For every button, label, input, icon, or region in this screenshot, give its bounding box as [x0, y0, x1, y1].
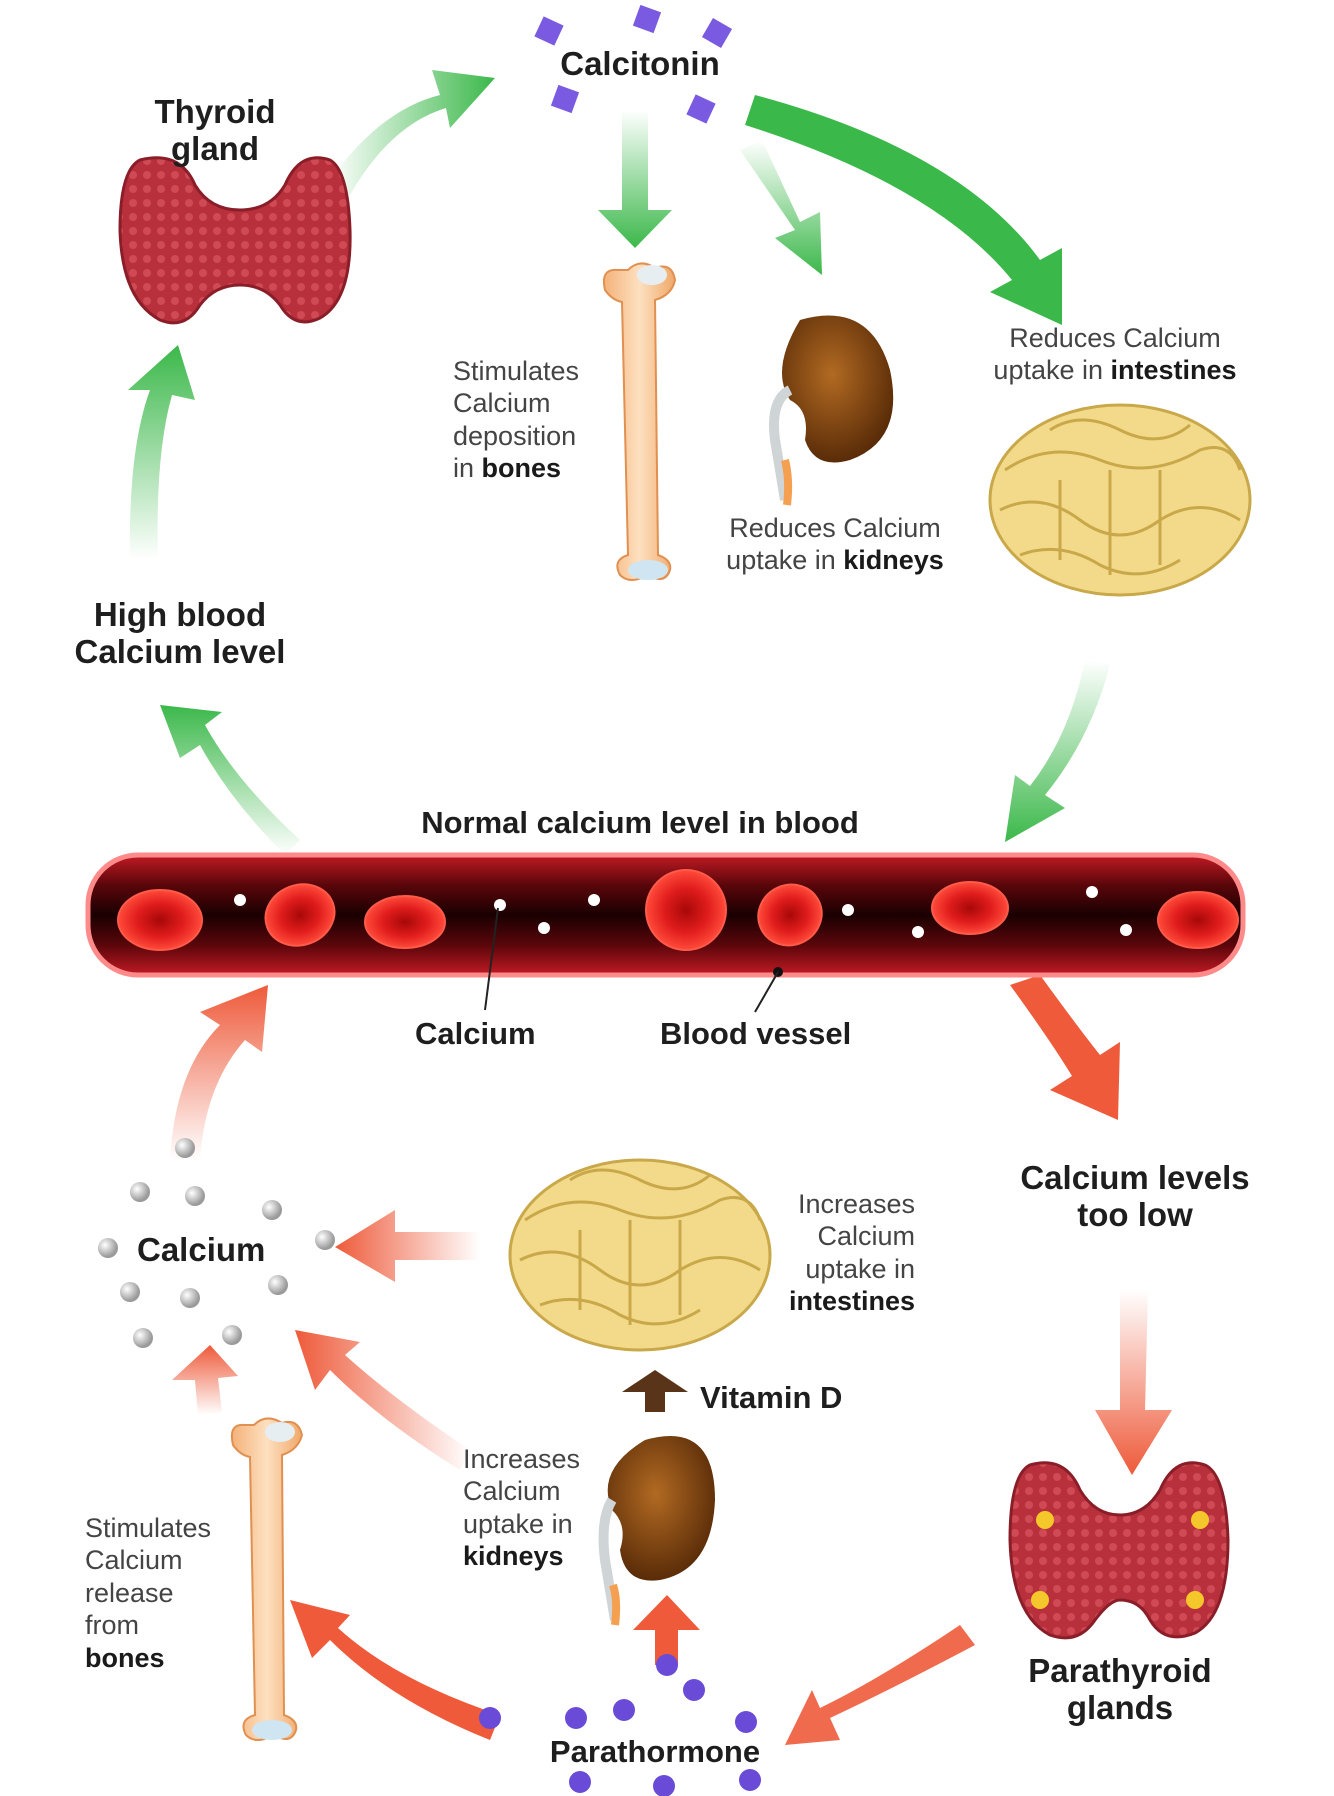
parathormone-label: Parathormone: [549, 1734, 761, 1769]
kidney-top-line1: Reduces Calcium: [729, 513, 941, 543]
low-label-line2: too low: [1077, 1195, 1193, 1233]
parathyroid-label: Parathyroid glands: [990, 1652, 1250, 1727]
red-blood-cell-icon: [264, 883, 336, 947]
arrow-parathormone-to-bone: [290, 1600, 500, 1740]
red-blood-cell-icon: [1157, 891, 1239, 949]
kidney-icon-top: [769, 315, 894, 506]
bone-bot-line4: from: [85, 1610, 139, 1641]
calcium-pool-label: Calcium: [137, 1231, 266, 1268]
arrow-calcitonin-to-intestines: [745, 95, 1062, 325]
high-calcium-label: High blood Calcium level: [50, 596, 310, 671]
intest-top-line1: Reduces Calcium: [1009, 323, 1221, 353]
vitamin-d-label: Vitamin D: [700, 1380, 843, 1415]
thyroid-label-line2: gland: [171, 129, 259, 167]
arrow-calcium-to-vessel: [170, 985, 268, 1160]
intestine-icon-top: [988, 403, 1252, 597]
arrow-kidney-to-calcium: [295, 1330, 470, 1470]
intest-bot-line2: Calcium: [817, 1221, 915, 1252]
arrow-calcitonin-to-bone: [598, 110, 672, 248]
intest-top-line2-bold: intestines: [1110, 355, 1237, 386]
arrow-vessel-to-high: [160, 705, 300, 855]
bone-release-label: Stimulates Calcium release from bones: [85, 1512, 245, 1674]
kidney-bot-line2: Calcium: [463, 1476, 561, 1507]
calcium-dot-icon-group: [98, 1138, 335, 1348]
calcitonin-label: Calcitonin: [560, 45, 720, 82]
kidney-bot-line3: uptake in: [463, 1508, 573, 1539]
parathyroid-gland-icon: [1008, 1461, 1230, 1640]
intestine-icon-bottom: [508, 1158, 772, 1352]
high-label-line1: High blood: [93, 596, 267, 633]
kidney-top-line2-bold: kidneys: [843, 545, 944, 576]
calcitonin-hormone-dots: [534, 4, 733, 124]
thyroid-gland-label: Thyroid gland: [120, 93, 310, 168]
bone-top-line2: Calcium: [453, 388, 551, 419]
kidney-bot-line4: kidneys: [463, 1541, 564, 1572]
parathyroid-label-line2: glands: [1066, 1688, 1174, 1726]
red-blood-cell-icon: [117, 889, 203, 951]
intest-top-line2: uptake in intestines: [970, 354, 1260, 386]
thyroid-gland-icon: [118, 156, 352, 325]
blood-vessel-label: Blood vessel: [660, 1016, 852, 1051]
arrow-bone-to-calcium: [172, 1345, 238, 1415]
intest-bot-line3: uptake in: [805, 1253, 915, 1284]
intest-bot-line1: Increases: [797, 1189, 915, 1219]
kidney-bot-line1: Increases: [463, 1444, 581, 1474]
arrow-vessel-to-low: [1010, 975, 1120, 1120]
blood-vessel-icon: [85, 852, 1246, 1013]
bone-top-line4-pre: in: [453, 453, 482, 484]
kidney-reduce-label: Reduces Calcium uptake in kidneys: [700, 512, 970, 577]
red-blood-cell-icon: [364, 895, 446, 949]
intestine-increase-label: Increases Calcium uptake in intestines: [760, 1188, 915, 1318]
kidney-increase-label: Increases Calcium uptake in kidneys: [463, 1443, 613, 1573]
parathyroid-label-line1: Parathyroid: [1028, 1652, 1212, 1689]
kidney-top-line2-pre: uptake in: [726, 545, 844, 576]
bone-bot-line2: Calcium: [85, 1545, 183, 1576]
bone-bot-line3: release: [85, 1577, 174, 1608]
intest-bot-line4: intestines: [788, 1286, 915, 1317]
bone-top-line3: deposition: [453, 420, 577, 451]
arrow-high-to-thyroid: [128, 345, 195, 560]
thyroid-label-line1: Thyroid: [154, 93, 276, 130]
red-blood-cell-icon: [645, 869, 727, 951]
red-blood-cell-icon: [757, 883, 823, 947]
arrow-intestines-to-calcium: [335, 1210, 480, 1282]
kidney-top-line2: uptake in kidneys: [700, 544, 970, 576]
bone-top-line4-bold: bones: [481, 453, 562, 484]
arrow-calcitonin-to-kidney: [740, 140, 822, 275]
arrow-low-to-parathyroid: [1095, 1290, 1172, 1475]
arrow-thyroid-to-calcitonin: [330, 70, 495, 195]
low-calcium-label: Calcium levels too low: [1000, 1159, 1270, 1234]
normal-calcium-label: Normal calcium level in blood: [421, 805, 859, 840]
kidney-icon-bottom: [598, 1436, 715, 1626]
bone-bot-line5: bones: [85, 1642, 165, 1673]
bone-top-line1: Stimulates: [453, 356, 580, 386]
bone-icon-bottom: [230, 1417, 304, 1741]
low-label-line1: Calcium levels: [1020, 1159, 1250, 1196]
vessel-calcium-label: Calcium: [415, 1016, 536, 1051]
bone-deposition-label: Stimulates Calcium deposition in bones: [453, 355, 613, 485]
intestine-reduce-label: Reduces Calcium uptake in intestines: [970, 322, 1260, 387]
arrow-parathyroid-to-parathormone: [785, 1625, 975, 1745]
parathormone-hormone-dots: [479, 1654, 761, 1796]
bone-top-line4: in bones: [453, 452, 613, 484]
bone-icon-top: [602, 262, 677, 581]
arrow-intestines-to-vessel: [1005, 660, 1110, 842]
high-label-line2: Calcium level: [74, 632, 286, 670]
vitamin-d-arrow: [622, 1370, 688, 1412]
bone-bot-line1: Stimulates: [85, 1513, 212, 1543]
red-blood-cell-icon: [931, 881, 1009, 935]
intest-top-line2-pre: uptake in: [993, 355, 1111, 386]
arrow-parathormone-to-kidney: [633, 1595, 700, 1665]
